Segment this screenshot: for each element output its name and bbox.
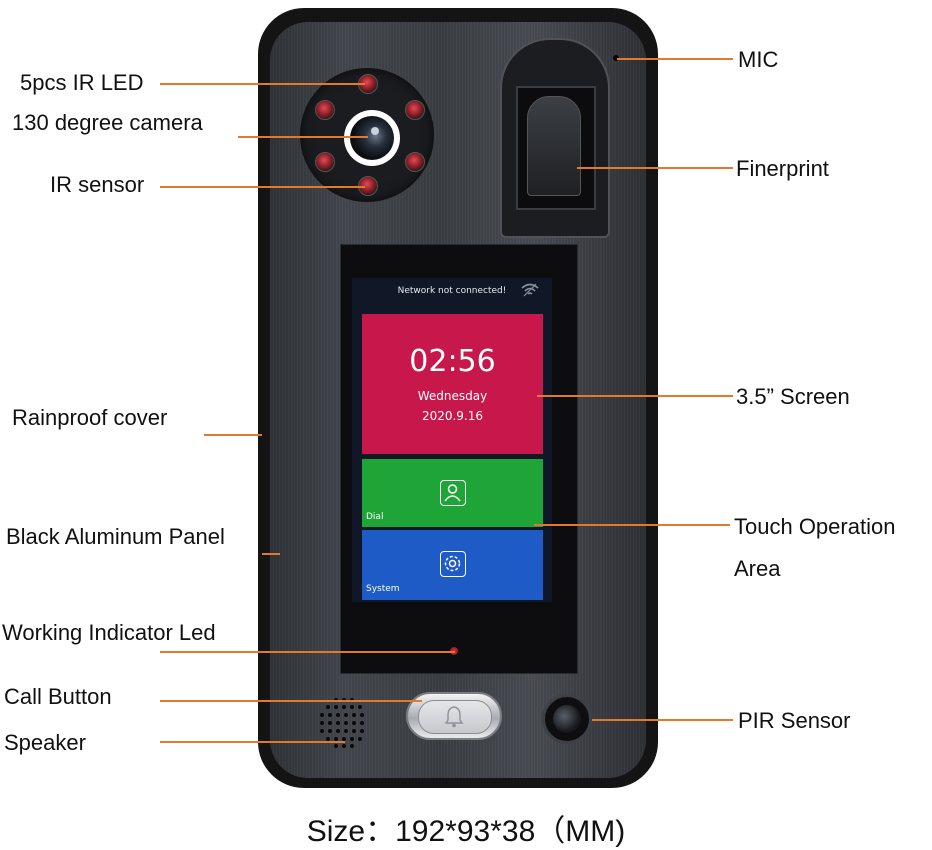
system-tile[interactable]	[362, 530, 543, 600]
callout-line-rainproof	[204, 434, 262, 436]
ir-led	[315, 100, 335, 120]
callout-line-pir	[592, 719, 733, 721]
label-camera: 130 degree camera	[12, 110, 203, 135]
label-indicator: Working Indicator Led	[2, 620, 216, 645]
clock-time: 02:56	[409, 344, 496, 379]
callout-line-fingerprint	[577, 167, 733, 169]
wifi-icon	[521, 283, 539, 297]
ir-led	[405, 152, 425, 172]
speaker-grille	[320, 698, 364, 748]
label-touch-area-2: Area	[734, 556, 781, 581]
label-pir: PIR Sensor	[738, 708, 851, 733]
label-panel: Black Aluminum Panel	[6, 524, 225, 549]
callout-line-mic	[617, 58, 733, 60]
contact-icon	[440, 480, 466, 506]
label-mic: MIC	[738, 47, 779, 72]
fingerprint-sensor[interactable]	[527, 96, 581, 196]
callout-line-speaker	[160, 741, 345, 743]
callout-line-screen	[537, 395, 733, 397]
label-touch-area-1: Touch Operation	[734, 514, 896, 539]
label-ir-sensor: IR sensor	[50, 172, 145, 197]
lens-reflection	[371, 127, 379, 135]
mic-hole	[613, 55, 619, 61]
bell-icon	[444, 706, 464, 728]
label-screen: 3.5” Screen	[736, 384, 850, 409]
clock-date: 2020.9.16	[421, 409, 484, 423]
gear-icon	[440, 551, 466, 577]
label-speaker: Speaker	[4, 730, 86, 755]
callout-line-ir-sensor	[160, 186, 365, 188]
label-call-button: Call Button	[4, 684, 112, 709]
label-rainproof: Rainproof cover	[12, 405, 168, 430]
call-button-face[interactable]	[418, 700, 492, 734]
camera-lens	[350, 116, 394, 160]
size-caption: Size：192*93*38（MM)	[306, 815, 626, 848]
clock-weekday: Wednesday	[417, 389, 488, 403]
pir-dome	[553, 705, 581, 733]
callout-line-camera	[238, 136, 368, 138]
callout-line-call-button	[160, 700, 422, 702]
callout-line-panel	[262, 553, 280, 555]
ir-led	[315, 152, 335, 172]
label-ir-led: 5pcs IR LED	[20, 70, 144, 95]
callout-line-ir-led	[160, 83, 365, 85]
ir-led	[405, 100, 425, 120]
dial-label: Dial	[366, 512, 384, 522]
system-label: System	[366, 584, 400, 594]
callout-line-indicator	[160, 651, 455, 653]
clock-tile	[362, 314, 543, 454]
callout-line-touch-area	[534, 524, 730, 526]
label-fingerprint: Finerprint	[736, 156, 829, 181]
network-status: Network not connected!	[397, 286, 507, 296]
